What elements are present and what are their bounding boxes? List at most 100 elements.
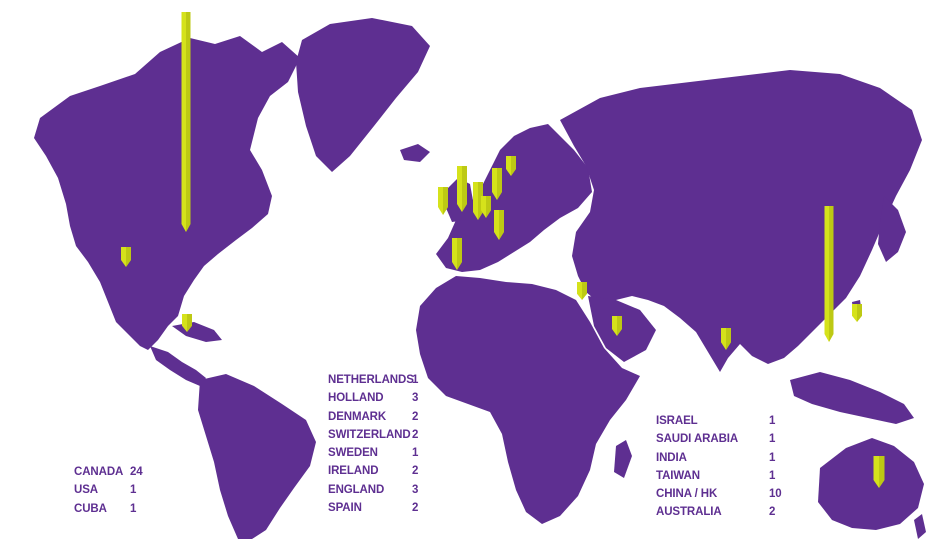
location-marker xyxy=(492,168,502,200)
landmass-new-zealand xyxy=(914,514,926,539)
country-name: INDIA xyxy=(656,451,687,464)
marker-pin-shade xyxy=(511,156,516,176)
country-name: CANADA xyxy=(74,466,124,478)
landmass-japan xyxy=(878,196,906,262)
location-marker xyxy=(457,166,467,212)
location-marker xyxy=(721,328,731,350)
country-name: ISRAEL xyxy=(656,415,698,427)
marker-pin-shade xyxy=(486,196,491,218)
landmass-greenland xyxy=(296,18,430,172)
country-name: HOLLAND xyxy=(328,392,384,405)
legend-row: CANADA 24 xyxy=(74,463,143,481)
marker-pin-shade xyxy=(499,210,504,240)
legend-row: USA 1 xyxy=(74,481,143,499)
country-count: 2 xyxy=(412,502,419,515)
country-count: 2 xyxy=(769,506,776,519)
country-count: 24 xyxy=(130,466,143,478)
country-name: CUBA xyxy=(74,502,107,515)
country-name: CHINA / HK xyxy=(656,488,718,501)
legend-row: ISRAEL 1 xyxy=(656,412,782,430)
legend-row: HOLLAND 3 xyxy=(328,389,418,407)
country-name: USA xyxy=(74,484,98,497)
marker-pin-shade xyxy=(443,187,448,215)
legend-row: IRELAND 2 xyxy=(328,462,418,480)
location-marker xyxy=(181,12,191,232)
country-count: 1 xyxy=(412,447,419,460)
landmass-africa xyxy=(416,276,640,524)
landmass-australia xyxy=(818,438,924,530)
location-marker xyxy=(612,316,622,336)
marker-pin-shade xyxy=(726,328,731,350)
location-marker xyxy=(452,238,462,270)
marker-pin-shade xyxy=(462,166,467,212)
legend-row: DENMARK 2 xyxy=(328,408,418,426)
marker-pin-shade xyxy=(497,168,502,200)
country-count: 2 xyxy=(412,465,419,478)
country-name: SWITZERLAND xyxy=(328,428,411,441)
landmass-madagascar xyxy=(614,440,632,478)
landmass-caribbean xyxy=(172,322,222,342)
legend-row: ENGLAND 3 xyxy=(328,481,418,499)
landmass-central-america xyxy=(150,346,206,386)
legend-row: TAIWAN 1 xyxy=(656,467,782,485)
legend-row: SPAIN 2 xyxy=(328,499,418,517)
landmass-south-america xyxy=(198,374,316,539)
country-name: AUSTRALIA xyxy=(656,506,722,519)
location-marker xyxy=(494,210,504,240)
marker-pin-shade xyxy=(879,456,885,488)
location-marker xyxy=(481,196,491,218)
landmass-southeast-asia xyxy=(790,372,914,424)
marker-pin-shade xyxy=(617,316,622,336)
country-name: SWEDEN xyxy=(328,447,378,460)
legend-asia-oceania: ISRAEL 1 SAUDI ARABIA 1 INDIA 1 TAIWAN 1 CHI… xyxy=(656,412,782,522)
country-count: 2 xyxy=(412,428,419,441)
landmass-iceland xyxy=(400,144,430,162)
marker-pin-shade xyxy=(186,12,191,232)
legend-row: SAUDI ARABIA 1 xyxy=(656,430,782,448)
country-count: 1 xyxy=(769,469,776,482)
country-name: DENMARK xyxy=(328,410,387,423)
location-marker xyxy=(121,247,131,267)
marker-pin-shade xyxy=(582,282,587,300)
country-name: IRELAND xyxy=(328,465,379,478)
legend-row: CHINA / HK 10 xyxy=(656,485,782,503)
location-marker xyxy=(506,156,516,176)
location-marker xyxy=(873,456,885,488)
country-count: 3 xyxy=(412,392,419,405)
country-count: 1 xyxy=(769,415,776,427)
marker-pin-shade xyxy=(857,304,862,322)
landmass-europe xyxy=(436,124,592,272)
country-count: 1 xyxy=(769,451,776,464)
country-name: ENGLAND xyxy=(328,483,385,496)
country-count: 1 xyxy=(769,433,776,446)
country-count: 1 xyxy=(130,484,137,497)
country-count: 2 xyxy=(412,410,419,423)
legend-row: SWEDEN 1 xyxy=(328,444,418,462)
country-name: SPAIN xyxy=(328,502,362,515)
world-landmass xyxy=(34,18,926,539)
location-markers xyxy=(121,12,885,488)
location-marker xyxy=(182,314,192,332)
legend-row: AUSTRALIA 2 xyxy=(656,503,782,521)
location-marker xyxy=(824,206,834,342)
country-name: SAUDI ARABIA xyxy=(656,433,739,446)
country-count: 10 xyxy=(769,488,782,501)
landmass-north-america xyxy=(34,36,300,350)
marker-pin-shade xyxy=(187,314,192,332)
marker-pin-shade xyxy=(457,238,462,270)
country-name: TAIWAN xyxy=(656,469,700,482)
marker-pin-shade xyxy=(126,247,131,267)
location-marker xyxy=(852,304,862,322)
location-marker xyxy=(438,187,448,215)
country-count: 3 xyxy=(412,483,419,496)
location-marker xyxy=(473,182,483,220)
location-marker xyxy=(577,282,587,300)
legend-row: INDIA 1 xyxy=(656,449,782,467)
country-name: NETHERLANDS xyxy=(328,374,414,386)
